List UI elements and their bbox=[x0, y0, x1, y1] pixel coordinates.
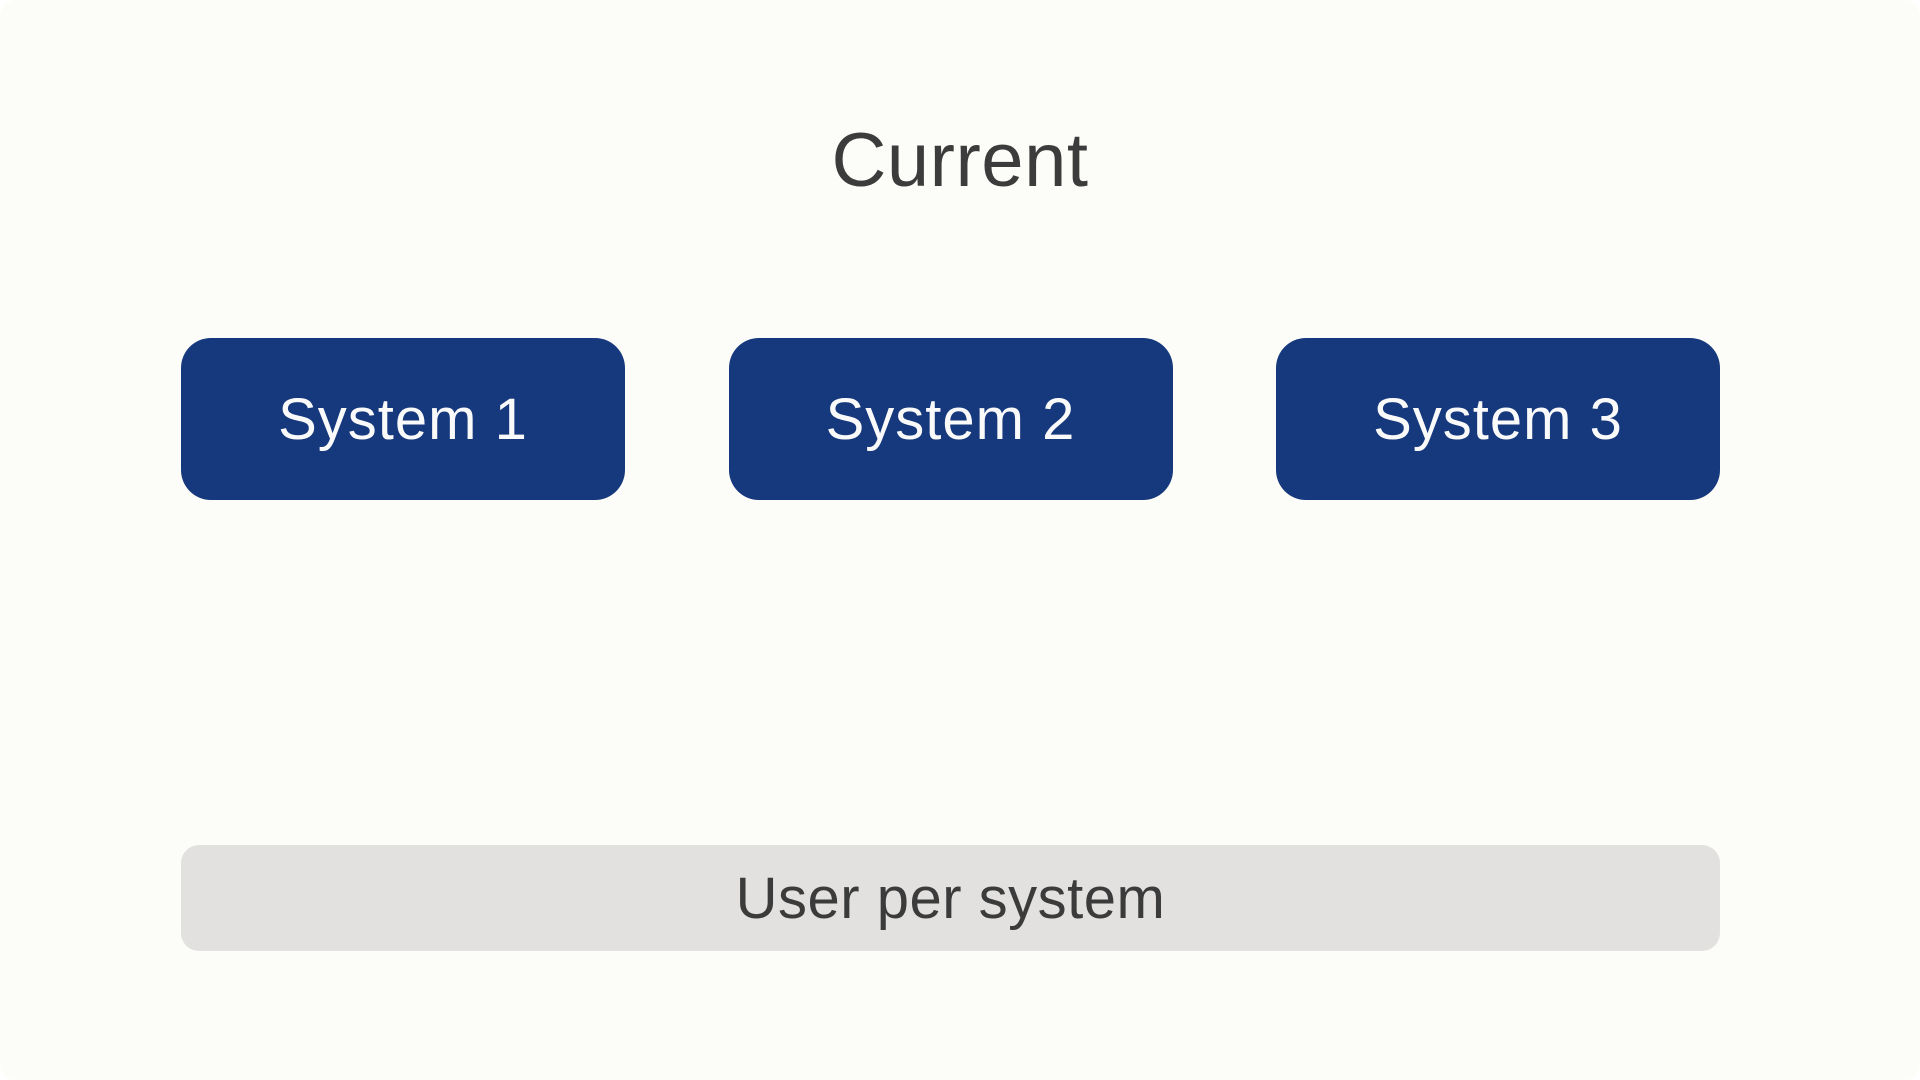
user-per-system-label: User per system bbox=[735, 865, 1166, 931]
system-3-label: System 3 bbox=[1373, 386, 1623, 452]
diagram-title: Current bbox=[831, 118, 1089, 203]
system-2-label: System 2 bbox=[825, 386, 1076, 452]
system-1-box[interactable]: System 1 bbox=[181, 338, 625, 500]
systems-row: System 1 System 2 System 3 bbox=[181, 338, 1720, 500]
system-2-box[interactable]: System 2 bbox=[728, 338, 1173, 500]
user-per-system-bar: User per system bbox=[181, 845, 1720, 951]
system-1-label: System 1 bbox=[278, 386, 528, 452]
system-3-box[interactable]: System 3 bbox=[1276, 338, 1720, 500]
